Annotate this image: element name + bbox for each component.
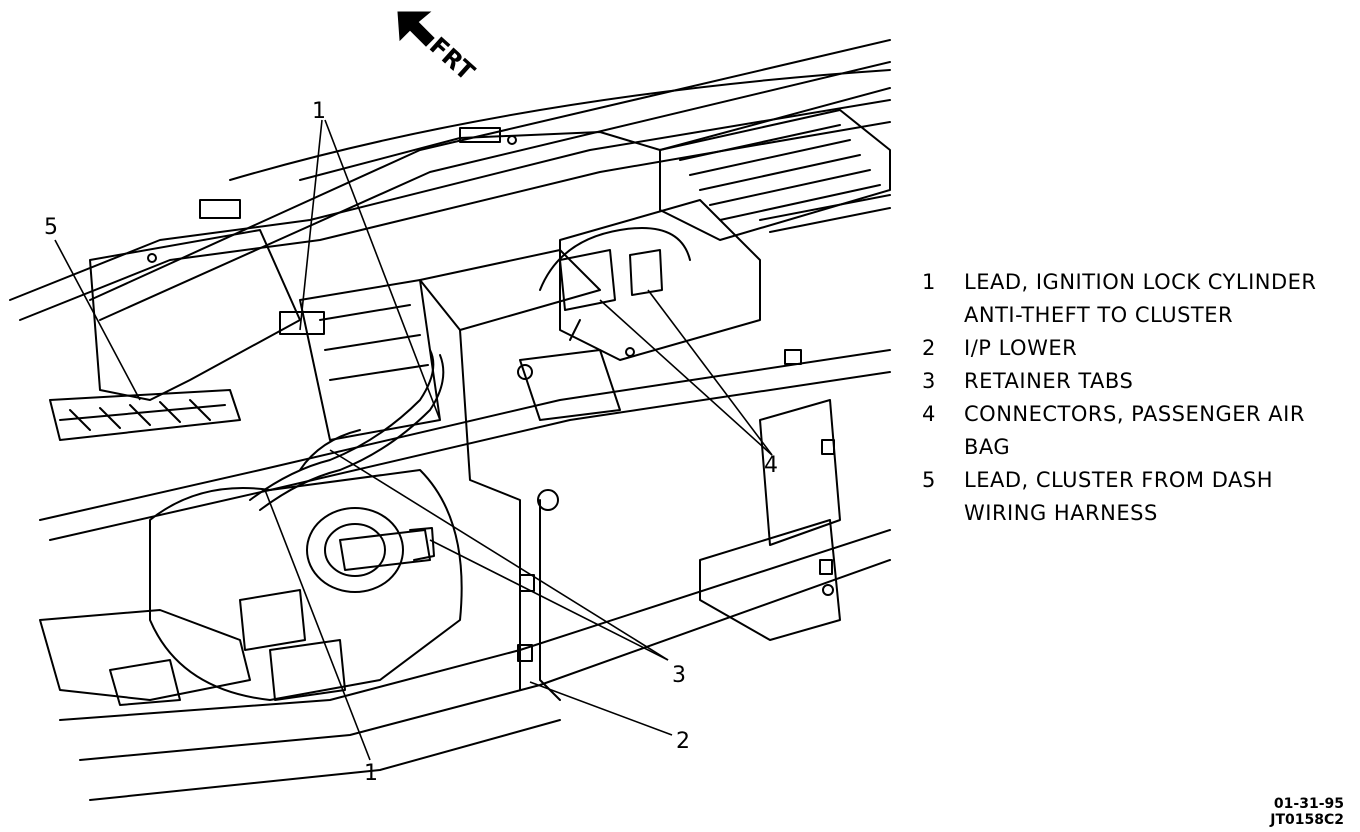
callout-1-top: 1 (312, 99, 326, 124)
callout-5: 5 (44, 215, 58, 240)
right-bracket (759, 399, 841, 546)
ignition-lock (306, 507, 404, 593)
defroster-duct (299, 87, 891, 181)
knee-bolster-line-2 (79, 559, 891, 761)
legend-number: 1 (922, 270, 936, 294)
knee-bolster-line (59, 529, 891, 721)
floor-edge (89, 719, 561, 801)
leader-1-bottom (264, 489, 371, 761)
right-vent (659, 109, 891, 241)
dash-top-edge (89, 39, 891, 301)
callout-2: 2 (676, 729, 690, 754)
legend-item-4: 4 CONNECTORS, PASSENGER AIR BAG (922, 398, 1342, 464)
steering-column-shroud (149, 469, 463, 701)
leader-3-a (329, 449, 669, 661)
legend-line: ANTI-THEFT TO CLUSTER (964, 303, 1234, 327)
instrument-panel-diagram: FRT 1 1 2 3 4 5 (9, 11, 891, 801)
leader-4-a (599, 299, 773, 456)
legend-number: 4 (922, 402, 936, 426)
hvac-box (559, 199, 761, 361)
front-arrow-icon (397, 11, 435, 47)
legend-line: I/P LOWER (964, 336, 1078, 360)
cluster-lead-bracket (49, 389, 241, 441)
legend-line: BAG (964, 435, 1011, 459)
legend-item-1: 1 LEAD, IGNITION LOCK CYLINDER ANTI-THEF… (922, 266, 1342, 332)
cluster-opening (89, 229, 301, 401)
legend-item-3: 3 RETAINER TABS (922, 365, 1342, 398)
legend-number: 3 (922, 369, 936, 393)
dash-top-edge-2 (99, 61, 891, 321)
legend-item-2: 2 I/P LOWER (922, 332, 1342, 365)
figure-id: JT0158C2 (1270, 812, 1344, 828)
column-shaft (339, 529, 431, 571)
column-wiring (249, 349, 435, 501)
center-support (419, 249, 601, 331)
legend-item-5: 5 LEAD, CLUSTER FROM DASH WIRING HARNESS (922, 464, 1342, 530)
leader-1-top-a (299, 119, 323, 331)
callout-1-bottom: 1 (364, 761, 378, 786)
leader-4-b (647, 289, 773, 456)
leader-1-top-b (324, 119, 441, 421)
callout-4: 4 (764, 453, 778, 478)
leader-5 (54, 239, 141, 401)
dash-lower-line-2 (49, 371, 891, 541)
air-bag-connector-a (559, 249, 616, 311)
legend-line: LEAD, IGNITION LOCK CYLINDER (964, 270, 1317, 294)
leader-2 (529, 681, 673, 736)
legend-line: RETAINER TABS (964, 369, 1134, 393)
dash-lower-line (39, 349, 891, 521)
leader-3-b (429, 539, 669, 661)
air-bag-connector-b (629, 249, 663, 296)
legend-line: CONNECTORS, PASSENGER AIR (964, 402, 1305, 426)
parts-legend: 1 LEAD, IGNITION LOCK CYLINDER ANTI-THEF… (922, 266, 1342, 530)
retainer-tab-b (459, 127, 501, 143)
radio-housing (299, 279, 441, 441)
figure-code: 01-31-95 JT0158C2 (1270, 796, 1344, 828)
column-tilt-lever (39, 609, 251, 701)
legend-number: 5 (922, 468, 936, 492)
callout-3: 3 (672, 663, 686, 688)
windshield-edge (229, 69, 891, 181)
glovebox (699, 519, 841, 641)
legend-line: WIRING HARNESS (964, 501, 1158, 525)
upper-pad-line (9, 99, 891, 301)
figure-date: 01-31-95 (1273, 796, 1344, 812)
legend-line: LEAD, CLUSTER FROM DASH (964, 468, 1274, 492)
legend-number: 2 (922, 336, 936, 360)
retainer-tab-a (199, 199, 241, 219)
